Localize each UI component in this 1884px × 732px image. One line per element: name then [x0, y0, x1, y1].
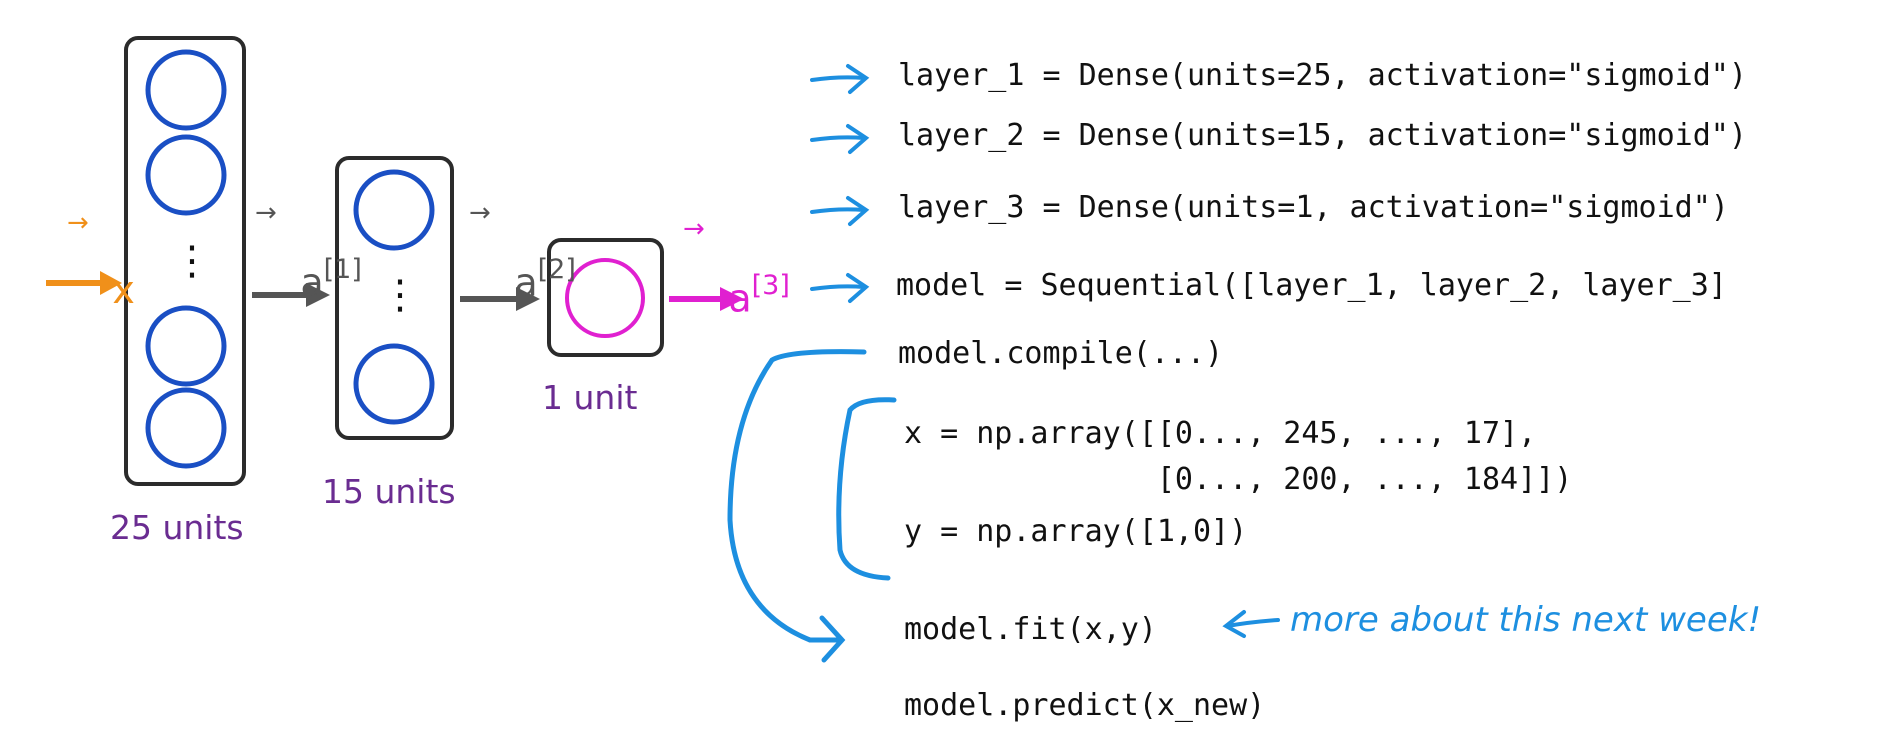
code-line-layer1: layer_1 = Dense(units=25, activation="si…	[898, 58, 1747, 93]
right-arrow-icon	[810, 124, 870, 154]
layer1-neuron-1	[145, 49, 227, 131]
layer3-box	[547, 238, 664, 357]
layer1-neuron-3	[145, 305, 227, 387]
layer2-box	[335, 156, 454, 440]
code-line-layer3: layer_3 = Dense(units=1, activation="sig…	[898, 190, 1729, 225]
activation-1-label: →a[1]	[255, 198, 362, 305]
arrow-a1	[252, 283, 330, 307]
code-line-fit: model.fit(x,y)	[904, 612, 1157, 647]
input-arrow	[46, 271, 122, 295]
right-arrow-icon	[810, 64, 870, 94]
bracket-icon	[836, 397, 897, 581]
input-label: →x	[67, 208, 135, 312]
right-arrow-icon	[810, 196, 870, 226]
layer1-ellipsis: ⋮	[172, 238, 212, 284]
handwritten-note: more about this next week!	[1290, 600, 1762, 640]
activation-2-label: →a[2]	[469, 198, 576, 305]
layer3-neuron	[565, 258, 645, 338]
vector-arrow-icon: →	[67, 208, 89, 238]
activation-3-label: →a[3]	[683, 214, 790, 321]
layer3-units-label: 1 unit	[542, 378, 638, 417]
layer2-ellipsis: ⋮	[380, 272, 420, 318]
code-line-x-1: x = np.array([[0..., 245, ..., 17],	[904, 416, 1537, 451]
layer1-neuron-4	[145, 387, 227, 469]
code-line-compile: model.compile(...)	[898, 336, 1224, 371]
layer1-box	[124, 36, 246, 486]
layer1-units-label: 25 units	[110, 508, 244, 547]
bracket-icon	[727, 349, 867, 663]
code-line-predict: model.predict(x_new)	[904, 688, 1266, 723]
vector-arrow-icon: →	[469, 198, 491, 228]
layer2-units-label: 15 units	[322, 472, 456, 511]
arrow-a2	[460, 287, 540, 311]
vector-arrow-icon: →	[255, 198, 277, 228]
vector-arrow-icon: →	[683, 214, 705, 244]
code-line-y: y = np.array([1,0])	[904, 514, 1248, 549]
layer2-neuron-1	[353, 169, 435, 251]
code-line-layer2: layer_2 = Dense(units=15, activation="si…	[898, 118, 1747, 153]
output-arrow	[669, 287, 744, 311]
layer1-neuron-2	[145, 134, 227, 216]
code-line-x-2: [0..., 200, ..., 184]])	[904, 462, 1573, 497]
right-arrow-icon	[810, 273, 870, 303]
layer2-neuron-2	[353, 343, 435, 425]
left-arrow-icon	[1222, 610, 1280, 638]
code-line-model: model = Sequential([layer_1, layer_2, la…	[896, 268, 1727, 303]
